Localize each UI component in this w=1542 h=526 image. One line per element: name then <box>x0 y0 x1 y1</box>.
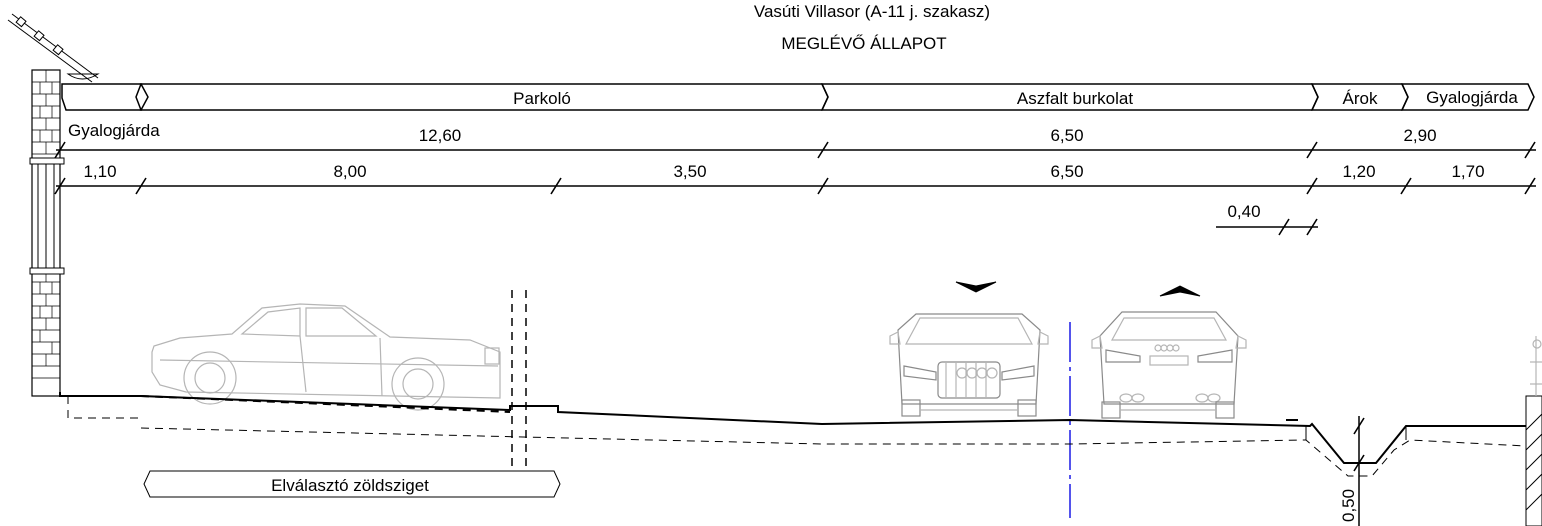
street-lamp-icon <box>7 13 100 83</box>
building-wall <box>29 69 65 397</box>
island-posts <box>511 290 527 472</box>
parked-car <box>151 303 501 411</box>
zone-sidewalk-right-box <box>1400 83 1535 111</box>
dim-row2-f: 1,70 <box>1451 162 1484 181</box>
dim-row1-parking: 12,60 <box>419 126 462 145</box>
sidewalk-left-label: Gyalogjárda <box>68 121 160 140</box>
zone-sidewalk-right-label: Gyalogjárda <box>1426 88 1518 107</box>
island-label-box: Elválasztó zöldsziget <box>143 470 561 498</box>
direction-down-icon <box>955 281 997 293</box>
dim-row2-d: 6,50 <box>1050 162 1083 181</box>
ditch-depth-dimension: 0,50 <box>1339 416 1365 526</box>
drawing-subtitle: MEGLÉVŐ ÁLLAPOT <box>781 34 946 53</box>
zone-ditch-label: Árok <box>1343 89 1378 108</box>
dim-row2-e: 1,20 <box>1342 162 1375 181</box>
dim-small-label: 0,40 <box>1227 202 1260 221</box>
island-label: Elválasztó zöldsziget <box>271 476 429 495</box>
pavement-structure-line <box>67 396 1527 477</box>
dimension-row-1: 12,60 6,50 2,90 <box>54 126 1536 159</box>
dim-row1-ditch-sidewalk: 2,90 <box>1403 126 1436 145</box>
direction-up-icon <box>1159 285 1201 297</box>
ground-surface <box>59 392 1536 464</box>
dimension-row-2: 1,10 8,00 3,50 6,50 1,20 1,70 <box>54 162 1536 195</box>
car-front-view <box>889 313 1049 417</box>
right-wall <box>1525 336 1542 526</box>
ditch-depth-label: 0,50 <box>1339 489 1358 522</box>
dim-row2-b: 8,00 <box>333 162 366 181</box>
zone-parking-label: Parkoló <box>513 89 571 108</box>
dim-row2-c: 3,50 <box>673 162 706 181</box>
dim-row2-a: 1,10 <box>83 162 116 181</box>
zone-parking-box <box>139 83 829 111</box>
zone-band: Parkoló Aszfalt burkolat Árok Gyalogjárd… <box>61 83 1535 111</box>
dimension-small: 0,40 <box>1216 202 1318 236</box>
car-rear-view <box>1091 311 1247 419</box>
drawing-title: Vasúti Villasor (A-11 j. szakasz) <box>754 2 990 21</box>
zone-asphalt-label: Aszfalt burkolat <box>1017 89 1133 108</box>
dim-row1-asphalt: 6,50 <box>1050 126 1083 145</box>
